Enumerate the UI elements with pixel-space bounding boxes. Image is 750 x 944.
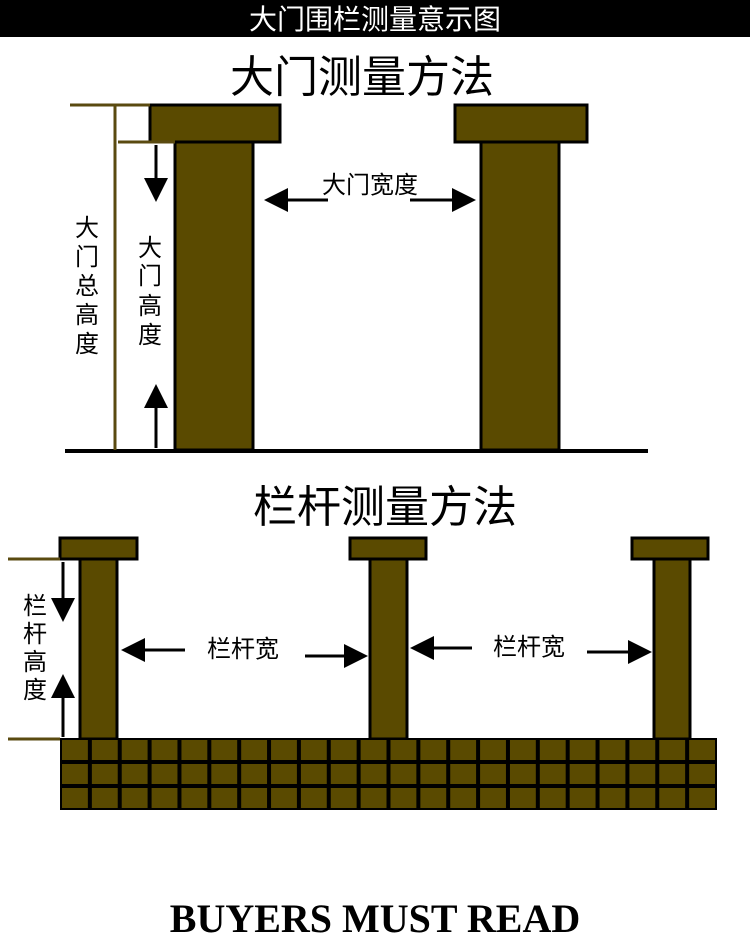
right-gate-pillar xyxy=(453,103,589,452)
brick xyxy=(360,764,387,784)
rail-post-3 xyxy=(630,536,710,741)
brick xyxy=(569,764,596,784)
gate-width-label: 大门宽度 xyxy=(322,171,418,199)
left-gate-pillar xyxy=(148,103,282,452)
brick xyxy=(480,740,506,760)
brick xyxy=(599,788,626,808)
brick xyxy=(271,788,297,808)
brick xyxy=(151,764,178,784)
brick xyxy=(420,740,447,760)
header-bar xyxy=(0,0,750,37)
rail-height-measure xyxy=(8,557,60,741)
brick xyxy=(62,788,88,808)
brick xyxy=(390,788,417,808)
brick xyxy=(151,740,178,760)
brick xyxy=(629,788,656,808)
svg-text:杆: 杆 xyxy=(23,620,47,648)
rail-post-2 xyxy=(348,536,428,741)
brick xyxy=(91,764,118,784)
brick xyxy=(62,740,88,760)
brick xyxy=(599,764,626,784)
brick xyxy=(360,740,387,760)
svg-text:门: 门 xyxy=(138,262,162,290)
brick xyxy=(569,740,596,760)
brick xyxy=(271,764,297,784)
gate-height-label: 大 门 高 度 xyxy=(138,234,162,349)
brick xyxy=(599,740,626,760)
brick xyxy=(241,764,268,784)
brick xyxy=(211,788,238,808)
brick xyxy=(62,764,88,784)
brick xyxy=(659,788,686,808)
brick xyxy=(659,740,686,760)
footer-text: BUYERS MUST READ xyxy=(170,896,580,941)
gate-total-height-measure xyxy=(70,103,175,450)
brick xyxy=(539,740,566,760)
rail-width-label-2: 栏杆宽 xyxy=(493,633,565,661)
svg-text:度: 度 xyxy=(138,321,162,349)
brick-base xyxy=(60,738,717,810)
brick xyxy=(91,788,118,808)
brick xyxy=(450,740,477,760)
brick xyxy=(480,764,506,784)
brick xyxy=(181,788,208,808)
brick xyxy=(420,764,447,784)
brick xyxy=(539,788,566,808)
brick xyxy=(659,764,686,784)
gate-total-height-label: 大 门 总 高 度 xyxy=(75,214,99,358)
svg-text:总: 总 xyxy=(75,272,99,300)
brick xyxy=(420,788,447,808)
rail-width-label-1: 栏杆宽 xyxy=(207,635,279,663)
brick xyxy=(569,788,596,808)
brick xyxy=(450,788,477,808)
brick xyxy=(330,764,357,784)
svg-text:高: 高 xyxy=(23,648,47,676)
brick xyxy=(181,740,208,760)
brick xyxy=(330,740,357,760)
svg-text:高: 高 xyxy=(75,301,99,329)
brick xyxy=(509,740,536,760)
brick xyxy=(300,788,327,808)
brick xyxy=(300,740,327,760)
rail-post-1 xyxy=(58,536,139,741)
brick xyxy=(271,740,297,760)
brick xyxy=(390,764,417,784)
svg-text:大: 大 xyxy=(138,234,162,262)
rail-section-title: 栏杆测量方法 xyxy=(253,482,517,533)
svg-text:门: 门 xyxy=(75,243,99,271)
brick xyxy=(211,740,238,760)
brick xyxy=(211,764,238,784)
brick xyxy=(241,740,268,760)
brick xyxy=(390,740,417,760)
brick xyxy=(629,764,656,784)
brick xyxy=(360,788,387,808)
svg-text:高: 高 xyxy=(138,292,162,320)
brick xyxy=(121,764,148,784)
brick xyxy=(689,788,715,808)
brick xyxy=(629,740,656,760)
brick xyxy=(689,764,715,784)
brick xyxy=(509,788,536,808)
svg-text:度: 度 xyxy=(75,330,99,358)
brick xyxy=(121,740,148,760)
rail-height-label: 栏 杆 高 度 xyxy=(23,592,47,704)
svg-text:栏: 栏 xyxy=(23,592,47,620)
brick xyxy=(480,788,506,808)
brick xyxy=(689,740,715,760)
header-title: 大门围栏测量意示图 xyxy=(249,3,501,36)
svg-text:度: 度 xyxy=(23,676,47,704)
svg-text:大: 大 xyxy=(75,214,99,242)
brick xyxy=(539,764,566,784)
brick xyxy=(91,740,118,760)
brick xyxy=(121,788,148,808)
brick xyxy=(509,764,536,784)
gate-section-title: 大门测量方法 xyxy=(230,52,494,103)
brick xyxy=(330,788,357,808)
brick xyxy=(181,764,208,784)
brick xyxy=(241,788,268,808)
brick xyxy=(450,764,477,784)
brick xyxy=(151,788,178,808)
brick xyxy=(300,764,327,784)
